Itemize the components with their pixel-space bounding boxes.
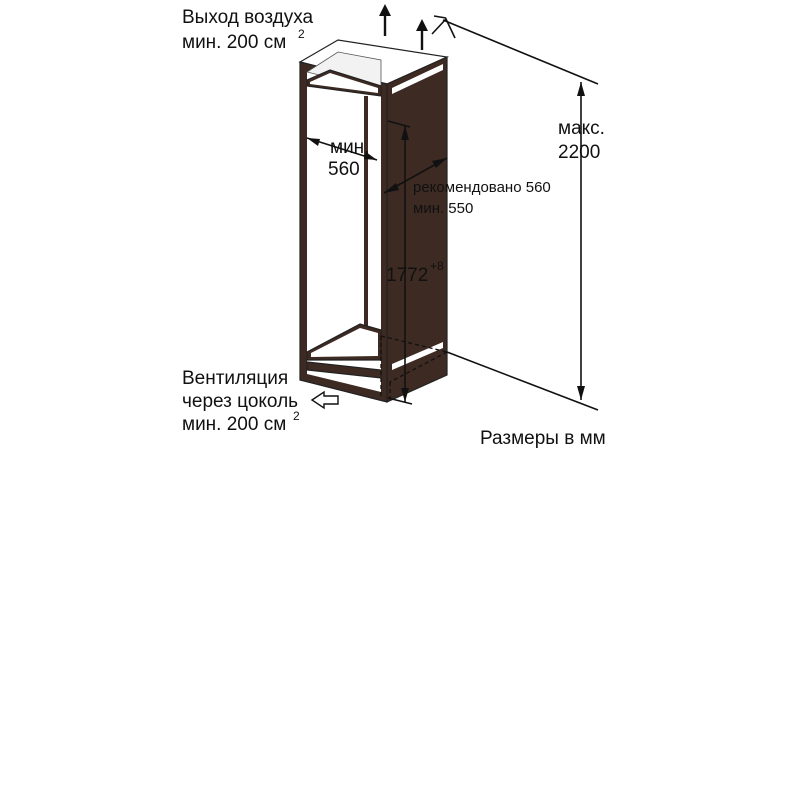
niche-width-line2: 560 [328,159,360,180]
ventilation-label: Вентиляция через цоколь мин. 200 см 2 [182,368,300,435]
max-height-line2: 2200 [558,142,600,163]
air-outlet-line1: Выход воздуха [182,7,314,28]
air-flow-arrow-icon [379,4,391,36]
cabinet-top-shelf-inner [310,73,378,93]
arrowhead [577,82,585,96]
max-height-label: макс. 2200 [558,118,605,163]
ventilation-line3: мин. 200 см [182,414,286,435]
air-outlet-superscript: 2 [298,27,305,41]
slope-symbol-icon [431,15,456,39]
max-height-line1: макс. [558,118,605,139]
arrowhead [364,152,377,160]
max-height-extension-bottom [446,351,599,411]
arrowhead [307,138,320,146]
arrowhead [401,388,409,402]
air-outlet-label: Выход воздуха мин. 200 см 2 [182,7,314,53]
arrowhead [432,158,447,168]
dimension-lines [306,19,599,411]
arrowhead [577,386,585,400]
niche-width-label: мин. 560 [328,137,369,180]
cabinet-niche [298,39,450,403]
units-note: Размеры в мм [480,428,606,449]
niche-height-extension-bottom [387,397,413,405]
ventilation-line2: через цоколь [182,391,298,412]
niche-height-extension-top [387,120,411,128]
niche-depth-line2: мин. 550 [413,200,473,217]
ventilation-arrow-icon [310,390,339,410]
arrowhead [384,183,399,193]
cabinet-side-strip [392,64,443,94]
niche-height-value: 1772 [386,265,428,286]
depth-hidden-line [389,351,448,383]
niche-depth-line1: рекомендовано 560 [413,179,551,196]
ventilation-superscript: 2 [293,409,300,423]
niche-width-line1: мин. [330,137,369,158]
air-outlet-line2: мин. 200 см [182,32,286,53]
arrowhead [401,126,409,140]
max-height-extension-top [442,19,599,85]
niche-height-tolerance: +8 [430,259,444,273]
cabinet-bottom-shelf-inner [311,328,378,357]
depth-hidden-line [380,335,448,353]
ventilation-line1: Вентиляция [182,368,288,389]
niche-height-label: 1772 +8 [386,259,444,286]
cabinet-front-opening [307,72,381,392]
niche-depth-label: рекомендовано 560 мин. 550 [413,179,551,217]
air-flow-arrow-icon [416,19,428,50]
